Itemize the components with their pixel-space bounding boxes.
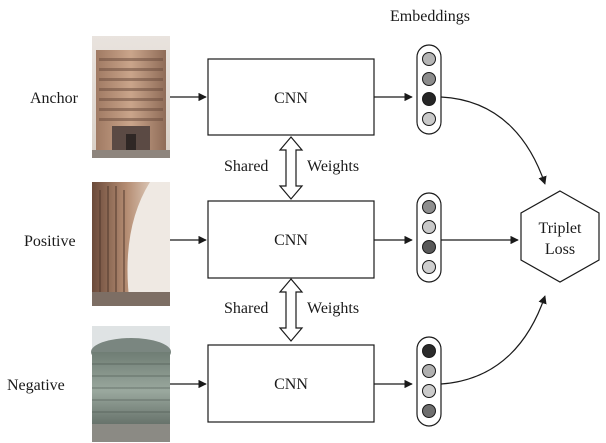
negative-embedding-dots xyxy=(422,344,436,418)
positive-cnn-label: CNN xyxy=(274,232,308,249)
positive-building-photo xyxy=(92,182,170,306)
embedding-dot xyxy=(422,240,436,254)
embedding-dot xyxy=(422,92,436,106)
triplet-loss-node: Triplet Loss xyxy=(520,190,600,283)
anchor-embedding-dots xyxy=(422,52,436,126)
shared-weights-bottom: Shared Weights xyxy=(224,278,359,342)
anchor-embedding-vector xyxy=(416,44,442,135)
weights-label-top: Weights xyxy=(307,158,359,175)
anchor-row: Anchor CNN xyxy=(30,36,442,158)
embedding-dot xyxy=(422,200,436,214)
embedding-dot xyxy=(422,220,436,234)
shared-weights-arrow-top xyxy=(278,136,304,200)
shared-label-top: Shared xyxy=(224,158,268,175)
anchor-label: Anchor xyxy=(30,90,79,107)
negative-cnn-box xyxy=(207,344,375,423)
triplet-loss-line2: Loss xyxy=(545,241,575,258)
positive-embedding-dots xyxy=(422,200,436,274)
embeddings-title: Embeddings xyxy=(390,8,470,25)
triplet-loss-line1: Triplet xyxy=(539,220,583,237)
triplet-loss-hexagon xyxy=(520,190,600,283)
negative-cnn-label: CNN xyxy=(274,376,308,393)
shared-weights-top: Shared Weights xyxy=(224,136,359,200)
anchor-to-loss-arrow xyxy=(440,96,547,185)
positive-row: Positive CNN xyxy=(24,182,442,306)
weights-label-bottom: Weights xyxy=(307,300,359,317)
embedding-dot xyxy=(422,384,436,398)
negative-label: Negative xyxy=(7,377,65,394)
positive-label: Positive xyxy=(24,233,76,250)
shared-weights-arrow-bottom xyxy=(278,278,304,342)
negative-embedding-vector xyxy=(416,336,442,427)
embedding-dot xyxy=(422,364,436,378)
embedding-dot xyxy=(422,260,436,274)
negative-to-loss-arrow xyxy=(440,295,547,385)
anchor-building-photo xyxy=(92,36,170,158)
negative-row: Negative CNN xyxy=(7,326,442,442)
embedding-dot xyxy=(422,404,436,418)
positive-embedding-vector xyxy=(416,192,442,283)
embedding-dot xyxy=(422,344,436,358)
embedding-dot xyxy=(422,52,436,66)
shared-label-bottom: Shared xyxy=(224,300,268,317)
embedding-dot xyxy=(422,72,436,86)
negative-building-photo xyxy=(91,326,171,442)
anchor-cnn-label: CNN xyxy=(274,90,308,107)
positive-cnn-box xyxy=(207,200,375,279)
embedding-dot xyxy=(422,112,436,126)
